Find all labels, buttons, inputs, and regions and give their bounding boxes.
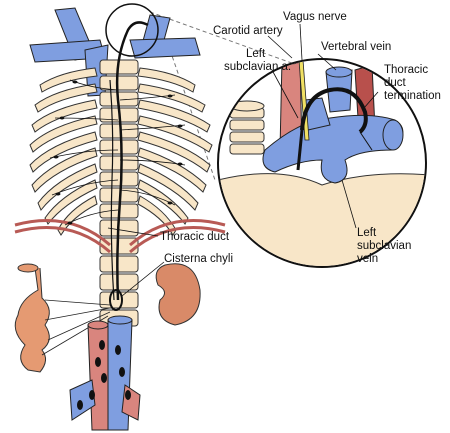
zoom-source-circle — [105, 3, 159, 57]
thoracic-duct — [49, 21, 186, 301]
intestine — [14, 267, 50, 373]
leader-lines — [107, 23, 379, 297]
label-vagus-nerve: Vagus nerve — [283, 11, 347, 23]
label-thoracic-duct-termination-1: Thoracic — [384, 64, 428, 76]
label-cisterna-chyli: Cisterna chyli — [164, 253, 233, 265]
lymph-nodes — [77, 340, 131, 410]
label-thoracic-duct-termination-2: duct — [384, 77, 407, 89]
intestine-end — [17, 263, 39, 273]
label-left-subclavian-a-2: subclavian a. — [224, 61, 291, 73]
intercostal-nodes — [53, 80, 183, 225]
label-thoracic-duct-termination-3: termination — [384, 90, 441, 102]
magnified-inset — [217, 58, 427, 268]
diaphragm — [14, 219, 226, 254]
kidney — [155, 263, 201, 326]
great-vessels — [69, 315, 141, 431]
label-vertebral-vein: Vertebral vein — [321, 41, 391, 53]
label-carotid-artery: Carotid artery — [213, 25, 283, 37]
zoom-connector-bottom — [169, 49, 216, 181]
rib-cage — [29, 67, 213, 236]
upper-veins — [29, 7, 201, 97]
label-left-subclavian-vein-1: Left — [357, 227, 377, 239]
cisterna-chyli-sac — [109, 289, 123, 311]
label-left-subclavian-vein-2: subclavian — [357, 240, 411, 252]
label-left-subclavian-a-1: Left — [246, 48, 266, 60]
label-left-subclavian-vein-3: vein — [357, 253, 378, 265]
label-thoracic-duct: Thoracic duct — [160, 231, 230, 243]
